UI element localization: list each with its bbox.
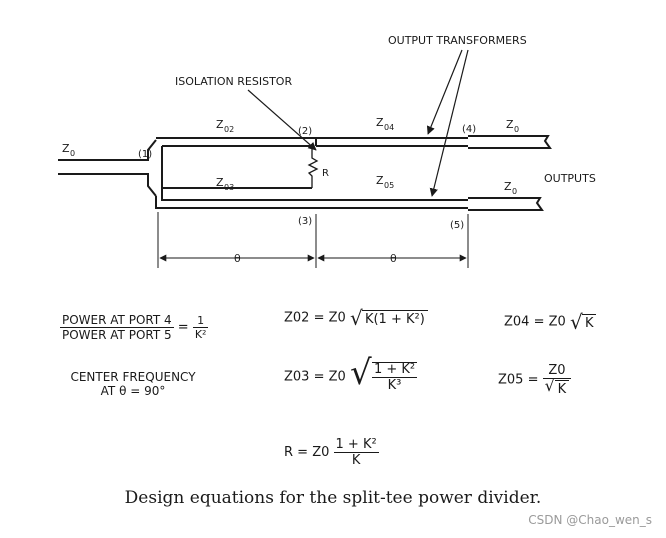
input-line [58, 139, 157, 197]
power-ratio-one: 1 [192, 315, 209, 328]
z05-den: K [554, 380, 570, 396]
z04-lhs: Z04 [504, 314, 530, 330]
theta-right-label: θ [390, 252, 397, 265]
output-transformers [316, 137, 468, 209]
isolation-resistor [307, 146, 319, 188]
center-frequency-note: CENTER FREQUENCY AT θ = 90° [58, 370, 208, 398]
z03-sqrt: √ 1 + K² K³ [349, 353, 418, 393]
svg-text:Z: Z [504, 180, 512, 193]
dimension-lines [157, 212, 469, 268]
watermark: CSDN @Chao_wen_s [528, 513, 652, 527]
svg-text:Z: Z [376, 116, 384, 129]
leader-arrows [247, 49, 469, 197]
svg-text:03: 03 [224, 183, 234, 192]
r-equation: R = Z0 1 + K² K [284, 438, 379, 467]
svg-text:Z: Z [376, 174, 384, 187]
z04-radicand: K [581, 314, 597, 330]
z05-equals: = [527, 372, 539, 388]
z02-lhs: Z02 [284, 310, 310, 326]
z02-equation: Z02 = Z0 √K(1 + K²) [284, 308, 428, 328]
z03-rhs-prefix: = Z0 [313, 369, 346, 385]
svg-text:0: 0 [514, 125, 519, 134]
z02-sqrt: √K(1 + K²) [350, 308, 428, 328]
port-3-label: (3) [298, 216, 312, 227]
z02-rhs-prefix: = Z0 [313, 310, 346, 326]
svg-text:0: 0 [70, 149, 75, 158]
port-4-label: (4) [462, 124, 476, 135]
port-5-label: (5) [450, 220, 464, 231]
output-lines [468, 135, 552, 211]
z05-equation: Z05 = Z0 √K [498, 364, 572, 396]
z05-sqrt: √K [545, 378, 570, 396]
svg-text:0: 0 [512, 187, 517, 196]
z05-label: Z 05 [376, 174, 394, 190]
output-transformers-label: OUTPUT TRANSFORMERS [388, 34, 527, 47]
svg-text:Z: Z [506, 118, 514, 131]
center-frequency-line1: CENTER FREQUENCY [70, 370, 196, 384]
z0-output-top-label: Z 0 [506, 118, 519, 134]
theta-left-label: θ [234, 252, 241, 265]
svg-text:05: 05 [384, 181, 394, 190]
svg-text:02: 02 [224, 125, 234, 134]
quarter-wave-sections [155, 137, 317, 209]
z04-equation: Z04 = Z0 √K [504, 312, 597, 332]
z02-radicand: K(1 + K²) [361, 310, 428, 326]
power-port5-text: POWER AT PORT 5 [62, 328, 172, 342]
svg-text:Z: Z [216, 118, 224, 131]
z03-lhs: Z03 [284, 369, 310, 385]
z05-lhs: Z05 [498, 372, 524, 388]
power-ratio-k2: K² [194, 328, 207, 341]
r-lhs: R = Z0 [284, 445, 330, 460]
port-2-label: (2) [298, 126, 312, 137]
port-1-label: (1) [138, 149, 152, 160]
z04-sqrt: √K [570, 312, 597, 332]
z04-rhs-prefix: = Z0 [533, 314, 566, 330]
z03-equation: Z03 = Z0 √ 1 + K² K³ [284, 353, 418, 393]
z02-label: Z 02 [216, 118, 234, 134]
figure-caption: Design equations for the split-tee power… [124, 488, 542, 508]
svg-text:04: 04 [384, 123, 394, 132]
power-ratio-equation: POWER AT PORT 4 POWER AT PORT 5 = 1 K² [60, 313, 209, 342]
isolation-resistor-label: ISOLATION RESISTOR [175, 75, 292, 88]
svg-text:Z: Z [216, 176, 224, 189]
r-den: K [351, 453, 361, 468]
outputs-label: OUTPUTS [544, 172, 596, 185]
svg-text:Z: Z [62, 142, 70, 155]
z03-num: 1 + K² [371, 362, 418, 378]
resistor-r-label: R [322, 168, 329, 179]
z04-label: Z 04 [376, 116, 394, 132]
z0-output-bottom-label: Z 0 [504, 180, 517, 196]
z03-label: Z 03 [216, 176, 234, 192]
power-port4-text: POWER AT PORT 4 [60, 313, 174, 328]
center-frequency-line2: AT θ = 90° [100, 384, 166, 398]
power-ratio-equals: = [177, 320, 189, 335]
z05-num: Z0 [542, 364, 572, 379]
r-num: 1 + K² [333, 437, 379, 453]
z03-den: K³ [387, 378, 402, 393]
z0-input-label: Z 0 [62, 142, 75, 158]
